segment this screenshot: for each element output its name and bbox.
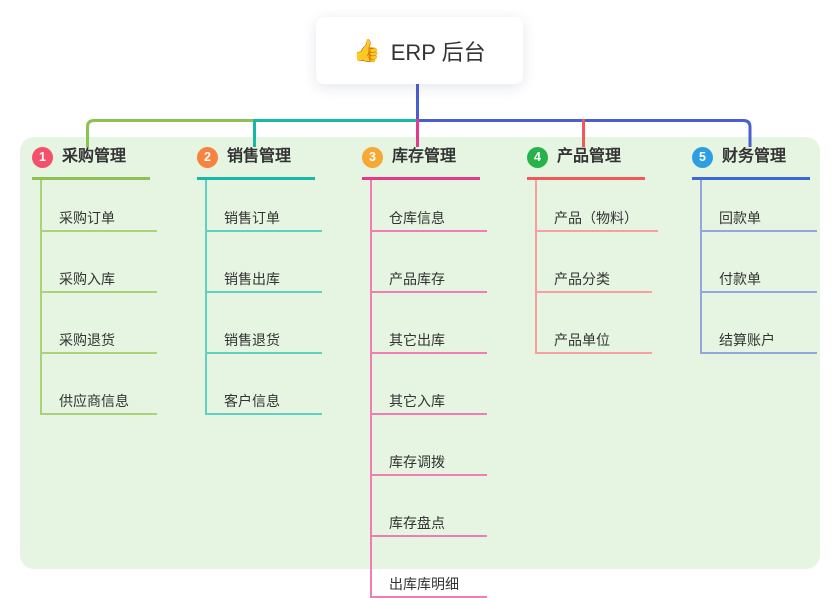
branch-number-badge: 5 <box>692 146 713 168</box>
node-label: 其它入库 <box>389 392 445 409</box>
node-label: 仓库信息 <box>389 209 445 226</box>
node-label: 销售退货 <box>224 331 280 348</box>
node-label: 供应商信息 <box>59 392 129 409</box>
node-label: 产品分类 <box>554 270 610 287</box>
node-other-inbound[interactable]: 其它入库 <box>372 354 487 415</box>
branch-finance-heading[interactable]: 5 财务管理 <box>692 146 810 180</box>
node-sales-outbound[interactable]: 销售出库 <box>207 232 322 293</box>
node-label: 销售订单 <box>224 209 280 226</box>
node-customer-info[interactable]: 客户信息 <box>207 354 322 415</box>
thumbs-up-icon: 👍 <box>353 37 381 63</box>
node-stock-transfer[interactable]: 库存调拨 <box>372 415 487 476</box>
branch-finance-children: 回款单 付款单 结算账户 <box>700 180 817 354</box>
node-label: 产品单位 <box>554 331 610 348</box>
node-product-stock[interactable]: 产品库存 <box>372 232 487 293</box>
branch-number-badge: 1 <box>32 146 53 168</box>
node-label: 销售出库 <box>224 270 280 287</box>
node-stock-check[interactable]: 库存盘点 <box>372 476 487 537</box>
node-sales-return[interactable]: 销售退货 <box>207 293 322 354</box>
branch-product-children: 产品（物料） 产品分类 产品单位 <box>535 180 658 354</box>
branch-inventory: 3 库存管理 仓库信息 产品库存 其它出库 其它入库 库存调拨 库存盘点 出库库… <box>362 146 487 598</box>
node-product-material[interactable]: 产品（物料） <box>537 180 658 232</box>
branch-sales-heading[interactable]: 2 销售管理 <box>197 146 315 180</box>
node-warehouse-info[interactable]: 仓库信息 <box>372 180 487 232</box>
root-node[interactable]: 👍 ERP 后台 <box>316 17 523 84</box>
node-label: 结算账户 <box>719 331 775 348</box>
branch-purchase-heading[interactable]: 1 采购管理 <box>32 146 150 180</box>
branch-label: 销售管理 <box>227 148 292 165</box>
branch-label: 采购管理 <box>62 148 127 165</box>
node-label: 采购订单 <box>59 209 115 226</box>
node-label: 产品库存 <box>389 270 445 287</box>
branch-sales-children: 销售订单 销售出库 销售退货 客户信息 <box>205 180 322 415</box>
branch-product-heading[interactable]: 4 产品管理 <box>527 146 645 180</box>
node-purchase-order[interactable]: 采购订单 <box>42 180 157 232</box>
node-purchase-return[interactable]: 采购退货 <box>42 293 157 354</box>
node-label: 产品（物料） <box>554 209 638 226</box>
node-label: 付款单 <box>719 270 761 287</box>
node-sales-order[interactable]: 销售订单 <box>207 180 322 232</box>
node-other-outbound[interactable]: 其它出库 <box>372 293 487 354</box>
branch-purchase: 1 采购管理 采购订单 采购入库 采购退货 供应商信息 <box>32 146 157 415</box>
node-label: 出库库明细 <box>389 575 459 592</box>
branch-number-badge: 3 <box>362 146 383 168</box>
node-label: 采购入库 <box>59 270 115 287</box>
branch-inventory-heading[interactable]: 3 库存管理 <box>362 146 480 180</box>
node-label: 回款单 <box>719 209 761 226</box>
branch-label: 财务管理 <box>722 148 787 165</box>
branch-label: 库存管理 <box>392 148 457 165</box>
node-label: 其它出库 <box>389 331 445 348</box>
root-node-label: ERP 后台 <box>390 39 486 65</box>
node-settlement-account[interactable]: 结算账户 <box>702 293 817 354</box>
node-purchase-inbound[interactable]: 采购入库 <box>42 232 157 293</box>
branch-sales: 2 销售管理 销售订单 销售出库 销售退货 客户信息 <box>197 146 322 415</box>
node-receipt-order[interactable]: 回款单 <box>702 180 817 232</box>
branch-product: 4 产品管理 产品（物料） 产品分类 产品单位 <box>527 146 658 354</box>
node-inout-detail[interactable]: 出库库明细 <box>372 537 487 598</box>
node-label: 采购退货 <box>59 331 115 348</box>
node-label: 库存盘点 <box>389 514 445 531</box>
node-product-category[interactable]: 产品分类 <box>537 232 652 293</box>
node-product-unit[interactable]: 产品单位 <box>537 293 652 354</box>
node-label: 库存调拨 <box>389 453 445 470</box>
branch-label: 产品管理 <box>557 148 622 165</box>
branch-inventory-children: 仓库信息 产品库存 其它出库 其它入库 库存调拨 库存盘点 出库库明细 <box>370 180 487 598</box>
node-label: 客户信息 <box>224 392 280 409</box>
branch-number-badge: 4 <box>527 146 548 168</box>
branch-number-badge: 2 <box>197 146 218 168</box>
node-payment-order[interactable]: 付款单 <box>702 232 817 293</box>
branch-finance: 5 财务管理 回款单 付款单 结算账户 <box>692 146 817 354</box>
node-supplier-info[interactable]: 供应商信息 <box>42 354 157 415</box>
branch-purchase-children: 采购订单 采购入库 采购退货 供应商信息 <box>40 180 157 415</box>
